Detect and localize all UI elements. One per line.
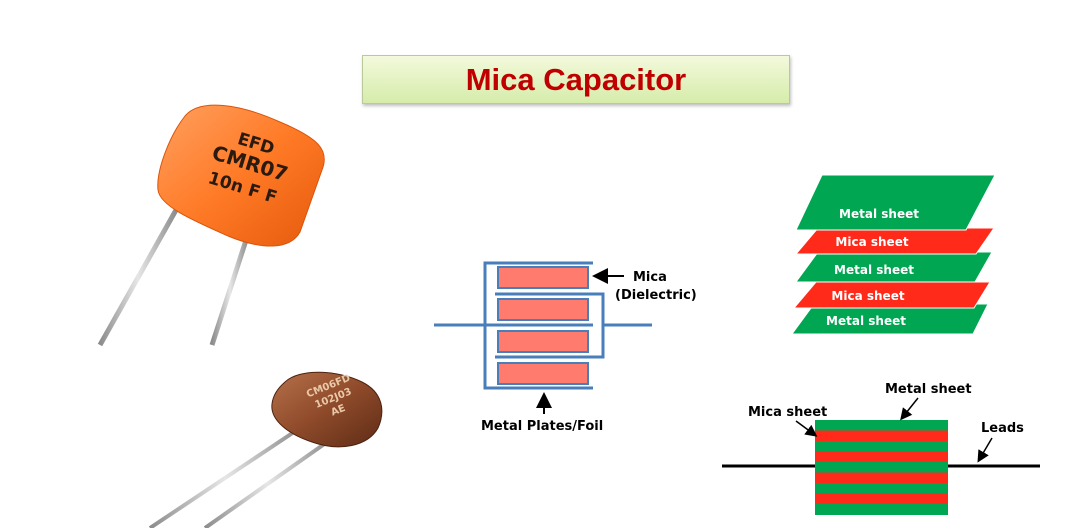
block-metal-stripe [815,462,948,473]
brown-capacitor: CM06FD 102J03 AE [148,371,383,528]
block-metal-stripe [815,504,948,515]
leads-arrow [977,437,993,463]
stack-layer-5: Metal sheet [791,303,989,335]
mica-layer-3 [497,330,589,353]
dielectric-label: (Dielectric) [615,288,697,303]
brown-marking-line-3: AE [329,403,347,419]
brown-capacitor-lead-left [148,426,302,528]
stack-layer-1-sheet [795,174,996,231]
layered-block-diagram: Metal sheet Mica sheet Leads [722,382,1040,515]
stack-layer-4: Mica sheet [792,281,991,309]
block-metal-arrow [900,397,919,421]
block-metal-stripe [815,420,948,431]
stack-layer-3-label: Metal sheet [834,263,914,277]
block-stripes [815,420,948,515]
right-plate-frame [495,292,605,359]
stack-layer-2-label: Mica sheet [835,235,908,249]
block-mica-arrow [795,420,818,437]
stack-layer-4-label: Mica sheet [831,289,904,303]
block-mica-stripe [815,472,948,484]
block-mica-stripe [815,493,948,505]
orange-capacitor-lead-right [209,233,251,346]
block-metal-stripe [815,441,948,452]
right-electrode [495,292,652,359]
block-mica-label: Mica sheet [748,405,827,420]
stack-layer-5-label: Metal sheet [826,314,906,328]
mica-layer-2 [497,298,589,321]
page-title: Mica Capacitor [465,61,687,97]
cross-section-diagram: Mica (Dielectric) Metal Plates/Foil [434,261,697,434]
block-mica-stripe [815,451,948,463]
orange-capacitor-body [157,104,325,247]
mica-layer-4 [497,362,589,385]
orange-capacitor-lead-left [97,208,179,347]
block-metal-label: Metal sheet [885,382,972,397]
left-electrode [434,261,593,390]
block-metal-stripe [815,483,948,494]
plates-label: Metal Plates/Foil [481,419,603,434]
orange-capacitor: EFD CMR07 10n F F [97,104,325,347]
stack-layer-1: Metal sheet [795,174,996,231]
sheet-stack-diagram: Metal sheet Mica sheet Metal sheet Mica … [791,174,996,335]
stack-layer-2: Mica sheet [794,227,995,255]
leads-label: Leads [981,421,1024,436]
brown-capacitor-lead-right [203,438,332,528]
stack-layer-3: Metal sheet [795,251,993,283]
mica-label: Mica [633,270,667,285]
brown-capacitor-body [271,371,383,448]
mica-layer-1 [497,266,589,289]
title-banner: Mica Capacitor [362,55,790,104]
block-mica-stripe [815,430,948,442]
stack-layer-1-label: Metal sheet [839,207,919,221]
